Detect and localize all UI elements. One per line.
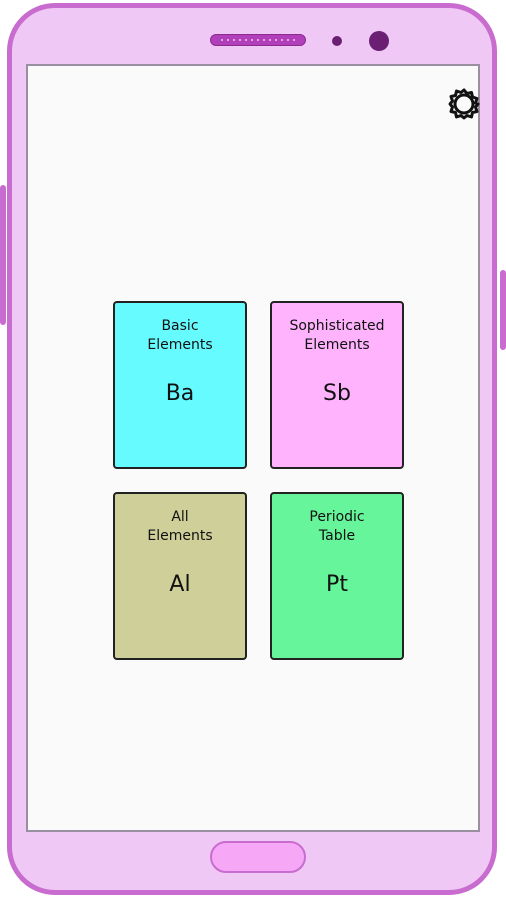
phone-sensor (332, 36, 342, 46)
tile-symbol: Al (169, 572, 191, 597)
phone-speaker (210, 34, 306, 46)
tile-symbol: Pt (326, 572, 348, 597)
app-screen: Basic Elements Ba Sophisticated Elements… (26, 64, 480, 832)
phone-volume-button (0, 185, 6, 325)
element-menu-grid: Basic Elements Ba Sophisticated Elements… (113, 301, 405, 661)
tile-symbol: Sb (323, 381, 351, 406)
tile-label: All Elements (147, 509, 213, 544)
phone-frame: Basic Elements Ba Sophisticated Elements… (7, 3, 497, 895)
phone-front-camera (369, 31, 389, 51)
tile-label: Sophisticated Elements (289, 318, 385, 353)
tile-sophisticated-elements[interactable]: Sophisticated Elements Sb (270, 301, 404, 469)
tile-all-elements[interactable]: All Elements Al (113, 492, 247, 660)
tile-basic-elements[interactable]: Basic Elements Ba (113, 301, 247, 469)
phone-home-button (210, 841, 306, 873)
phone-power-button (500, 270, 506, 350)
tile-symbol: Ba (165, 381, 195, 406)
tile-label: Basic Elements (147, 318, 213, 353)
tile-label: Periodic Table (309, 509, 365, 544)
settings-gear-icon[interactable] (446, 86, 482, 122)
tile-periodic-table[interactable]: Periodic Table Pt (270, 492, 404, 660)
